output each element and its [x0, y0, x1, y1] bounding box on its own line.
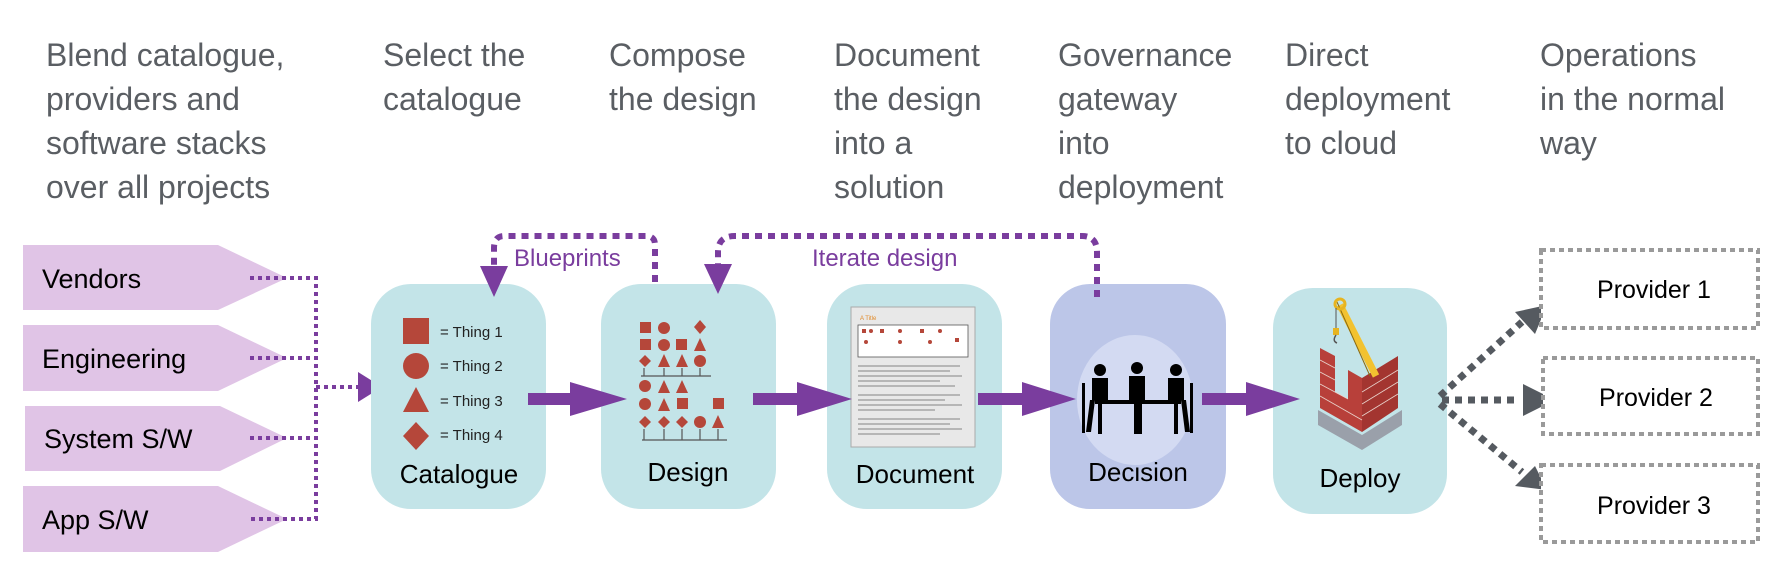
legend-text: = Thing 2 [440, 358, 503, 375]
stage-label-deploy: Deploy [1320, 463, 1401, 493]
provider-box-2 [1541, 356, 1760, 436]
source-label: System S/W [44, 424, 193, 454]
blueprints-arrowhead [480, 266, 508, 297]
source-label: App S/W [42, 505, 149, 535]
source-arrowhead [358, 372, 382, 402]
stage-label-document: Document [856, 459, 975, 489]
provider-arrows [1437, 319, 1525, 475]
legend-text: = Thing 3 [440, 393, 503, 410]
arrow-document-to-decision [978, 382, 1076, 416]
arrow-decision-to-deploy [1202, 382, 1300, 416]
feedback-iterate: Iterate design [704, 233, 1100, 297]
triangle-icon [403, 387, 429, 412]
source-connectors [250, 276, 362, 521]
diamond-icon [403, 422, 429, 450]
iterate-arrowhead [704, 264, 732, 294]
source-label: Engineering [42, 344, 186, 374]
legend-text: = Thing 4 [440, 427, 503, 444]
construction-icon [1318, 297, 1402, 450]
legend-text: = Thing 1 [440, 324, 503, 341]
provider-label: Provider 3 [1597, 492, 1711, 520]
arrow-design-to-document [753, 382, 852, 416]
stage-label-design: Design [648, 457, 729, 487]
arrow-catalogue-to-design [528, 382, 627, 416]
providers: Provider 1 Provider 2 Provider 3 [1539, 248, 1760, 544]
circle-icon [403, 353, 429, 379]
source-system-sw: System S/W [25, 406, 287, 471]
source-engineering: Engineering [23, 325, 287, 391]
stage-label-catalogue: Catalogue [400, 459, 519, 489]
catalogue-legend: = Thing 1 = Thing 2 = Thing 3 = Thing 4 [403, 318, 503, 450]
design-shapes-icon [639, 320, 727, 441]
blueprints-label: Blueprints [514, 245, 621, 272]
sources: Vendors Engineering System S/W App S/W [23, 245, 287, 552]
meeting-icon [1077, 335, 1193, 465]
source-app-sw: App S/W [23, 486, 287, 552]
provider-box-3 [1539, 463, 1760, 544]
provider-box-1 [1539, 248, 1760, 330]
flow-arrows [528, 382, 1300, 416]
feedback-blueprints: Blueprints [480, 233, 658, 297]
source-label: Vendors [42, 264, 141, 294]
iterate-label: Iterate design [812, 245, 957, 272]
provider-label: Provider 1 [1597, 276, 1711, 304]
document-icon: A Title [850, 306, 976, 448]
document-title: A Title [860, 316, 877, 322]
square-icon [403, 318, 429, 344]
provider-label: Provider 2 [1599, 384, 1713, 412]
source-vendors: Vendors [23, 245, 287, 310]
